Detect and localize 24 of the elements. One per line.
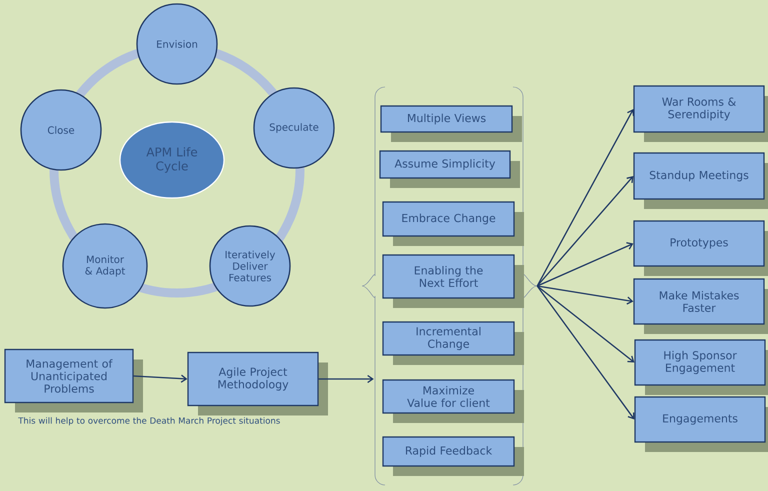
arrow bbox=[536, 242, 634, 287]
process-box: Rapid Feedback bbox=[382, 436, 524, 476]
process-box: War Rooms & Serendipity bbox=[633, 85, 768, 142]
process-box: Incremental Change bbox=[382, 321, 524, 365]
process-box: Engagements bbox=[634, 396, 768, 452]
arrow bbox=[536, 286, 634, 420]
process-box: Maximize Value for client bbox=[382, 379, 524, 423]
arrow bbox=[536, 109, 634, 286]
process-box: Embrace Change bbox=[382, 201, 524, 246]
process-box: Make Mistakes Faster bbox=[633, 278, 768, 334]
process-box: Management of Unanticipated Problems bbox=[4, 348, 143, 412]
arrow bbox=[536, 176, 634, 286]
arrow bbox=[318, 374, 374, 384]
arrow bbox=[536, 286, 634, 362]
arrow bbox=[134, 374, 188, 383]
arrow bbox=[537, 285, 634, 305]
process-box: Standup Meetings bbox=[633, 152, 768, 209]
process-box: High Sponsor Engagement bbox=[634, 339, 768, 395]
process-box: Multiple Views bbox=[380, 105, 522, 142]
process-box: Agile Project Methodology bbox=[187, 352, 328, 416]
process-box: Enabling the Next Effort bbox=[382, 254, 524, 308]
process-box: Assume Simplicity bbox=[379, 150, 520, 188]
note-text: This will help to overcome the Death March Project situations bbox=[18, 417, 280, 426]
process-box: Prototypes bbox=[633, 220, 768, 276]
